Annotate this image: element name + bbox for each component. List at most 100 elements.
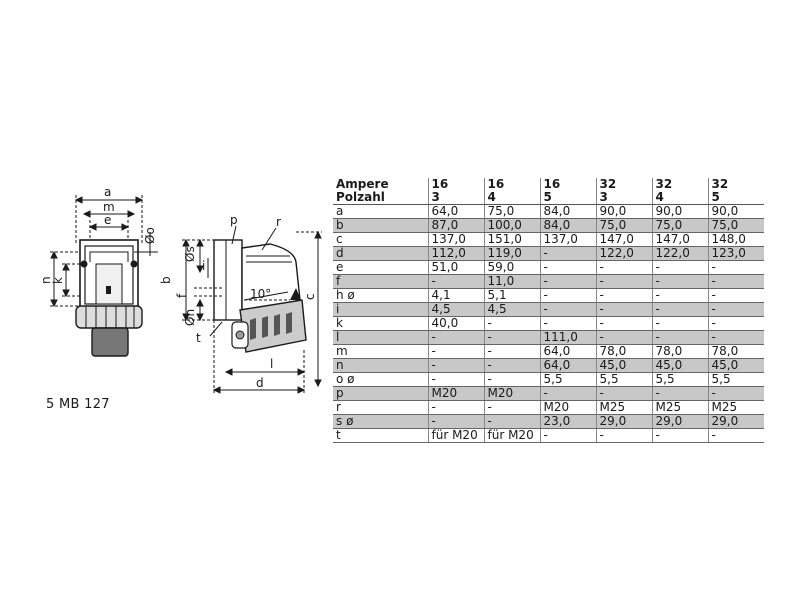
value-cell: - — [707, 330, 764, 345]
value-cell: - — [539, 386, 596, 401]
value-cell: - — [483, 344, 540, 359]
value-cell: 5,5 — [707, 372, 764, 387]
value-cell: - — [539, 302, 596, 317]
value-cell: - — [539, 316, 596, 331]
technical-drawing: a m e Øo n k b Øs p r i f Øh t 10° c l d — [39, 185, 322, 394]
value-cell: 78,0 — [595, 344, 652, 359]
dimension-key-cell: r — [333, 400, 428, 415]
header-cell: Polzahl — [333, 191, 428, 205]
value-cell: 147,0 — [651, 232, 708, 247]
dim-c-label: c — [303, 293, 317, 300]
value-cell: - — [595, 330, 652, 345]
value-cell: 147,0 — [595, 232, 652, 247]
value-cell: - — [707, 274, 764, 289]
dimension-key-cell: o ø — [333, 372, 428, 387]
value-cell: 75,0 — [483, 204, 540, 219]
header-cell: 4 — [651, 191, 708, 205]
value-cell: 5,1 — [483, 288, 540, 303]
value-cell: - — [539, 260, 596, 275]
dimension-key-cell: c — [333, 232, 428, 247]
value-cell: - — [539, 246, 596, 261]
value-cell: - — [483, 414, 540, 429]
dim-h-label: Øh — [183, 309, 197, 326]
value-cell: 78,0 — [707, 344, 764, 359]
dimension-key-cell: b — [333, 218, 428, 233]
dim-e-label: e — [104, 213, 111, 227]
dimension-key-cell: i — [333, 302, 428, 317]
dim-l-label: l — [270, 357, 273, 371]
header-cell: 16 — [483, 178, 540, 191]
dimension-key-cell: d — [333, 246, 428, 261]
dimension-key-cell: a — [333, 204, 428, 219]
value-cell: - — [483, 400, 540, 415]
header-cell: Ampere — [336, 177, 389, 191]
value-cell: - — [427, 358, 484, 373]
value-cell: M20 — [483, 386, 540, 401]
value-cell: - — [427, 400, 484, 415]
dimension-key-cell: f — [333, 274, 428, 289]
value-cell: - — [707, 302, 764, 317]
value-cell: - — [595, 386, 652, 401]
dimension-key-cell: h ø — [333, 288, 428, 303]
value-cell: 112,0 — [427, 246, 484, 261]
value-cell: 137,0 — [539, 232, 596, 247]
value-cell: - — [539, 288, 596, 303]
value-cell: 123,0 — [707, 246, 764, 261]
value-cell: 122,0 — [651, 246, 708, 261]
value-cell: 111,0 — [539, 330, 596, 345]
value-cell: - — [427, 372, 484, 387]
value-cell: - — [595, 288, 652, 303]
value-cell: 148,0 — [707, 232, 764, 247]
value-cell: 64,0 — [427, 204, 484, 219]
dim-r-label: r — [276, 215, 281, 229]
header-cell: 5 — [539, 191, 596, 205]
value-cell: 119,0 — [483, 246, 540, 261]
value-cell: 87,0 — [427, 218, 484, 233]
dim-n-label: n — [39, 276, 53, 284]
value-cell: - — [651, 386, 708, 401]
value-cell: - — [539, 274, 596, 289]
value-cell: 4,1 — [427, 288, 484, 303]
value-cell: - — [595, 302, 652, 317]
value-cell: 45,0 — [595, 358, 652, 373]
header-polzahl-row: Polzahl 3 4 5 3 4 5 — [333, 191, 764, 205]
dimension-key-cell: s ø — [333, 414, 428, 429]
value-cell: - — [707, 260, 764, 275]
value-cell: - — [651, 260, 708, 275]
header-cell: 16 — [427, 178, 484, 191]
value-cell: 75,0 — [707, 218, 764, 233]
value-cell: M25 — [707, 400, 764, 415]
value-cell: - — [707, 316, 764, 331]
value-cell: 23,0 — [539, 414, 596, 429]
value-cell: - — [707, 288, 764, 303]
value-cell: 64,0 — [539, 344, 596, 359]
value-cell: 5,5 — [651, 372, 708, 387]
model-code: 5 MB 127 — [46, 397, 110, 412]
value-cell: 5,5 — [539, 372, 596, 387]
dim-m-label: m — [103, 200, 115, 214]
value-cell: 29,0 — [651, 414, 708, 429]
dimension-key-cell: e — [333, 260, 428, 275]
value-cell: 4,5 — [427, 302, 484, 317]
value-cell: - — [483, 358, 540, 373]
value-cell: 75,0 — [595, 218, 652, 233]
value-cell: - — [651, 428, 708, 443]
value-cell: 78,0 — [651, 344, 708, 359]
value-cell: - — [651, 274, 708, 289]
header-cell: 3 — [595, 191, 652, 205]
value-cell: - — [651, 302, 708, 317]
value-cell: - — [595, 316, 652, 331]
value-cell: M25 — [595, 400, 652, 415]
front-view — [50, 195, 158, 357]
dim-t-label: t — [196, 331, 201, 345]
header-cell: 32 — [651, 178, 708, 191]
value-cell: 84,0 — [539, 204, 596, 219]
